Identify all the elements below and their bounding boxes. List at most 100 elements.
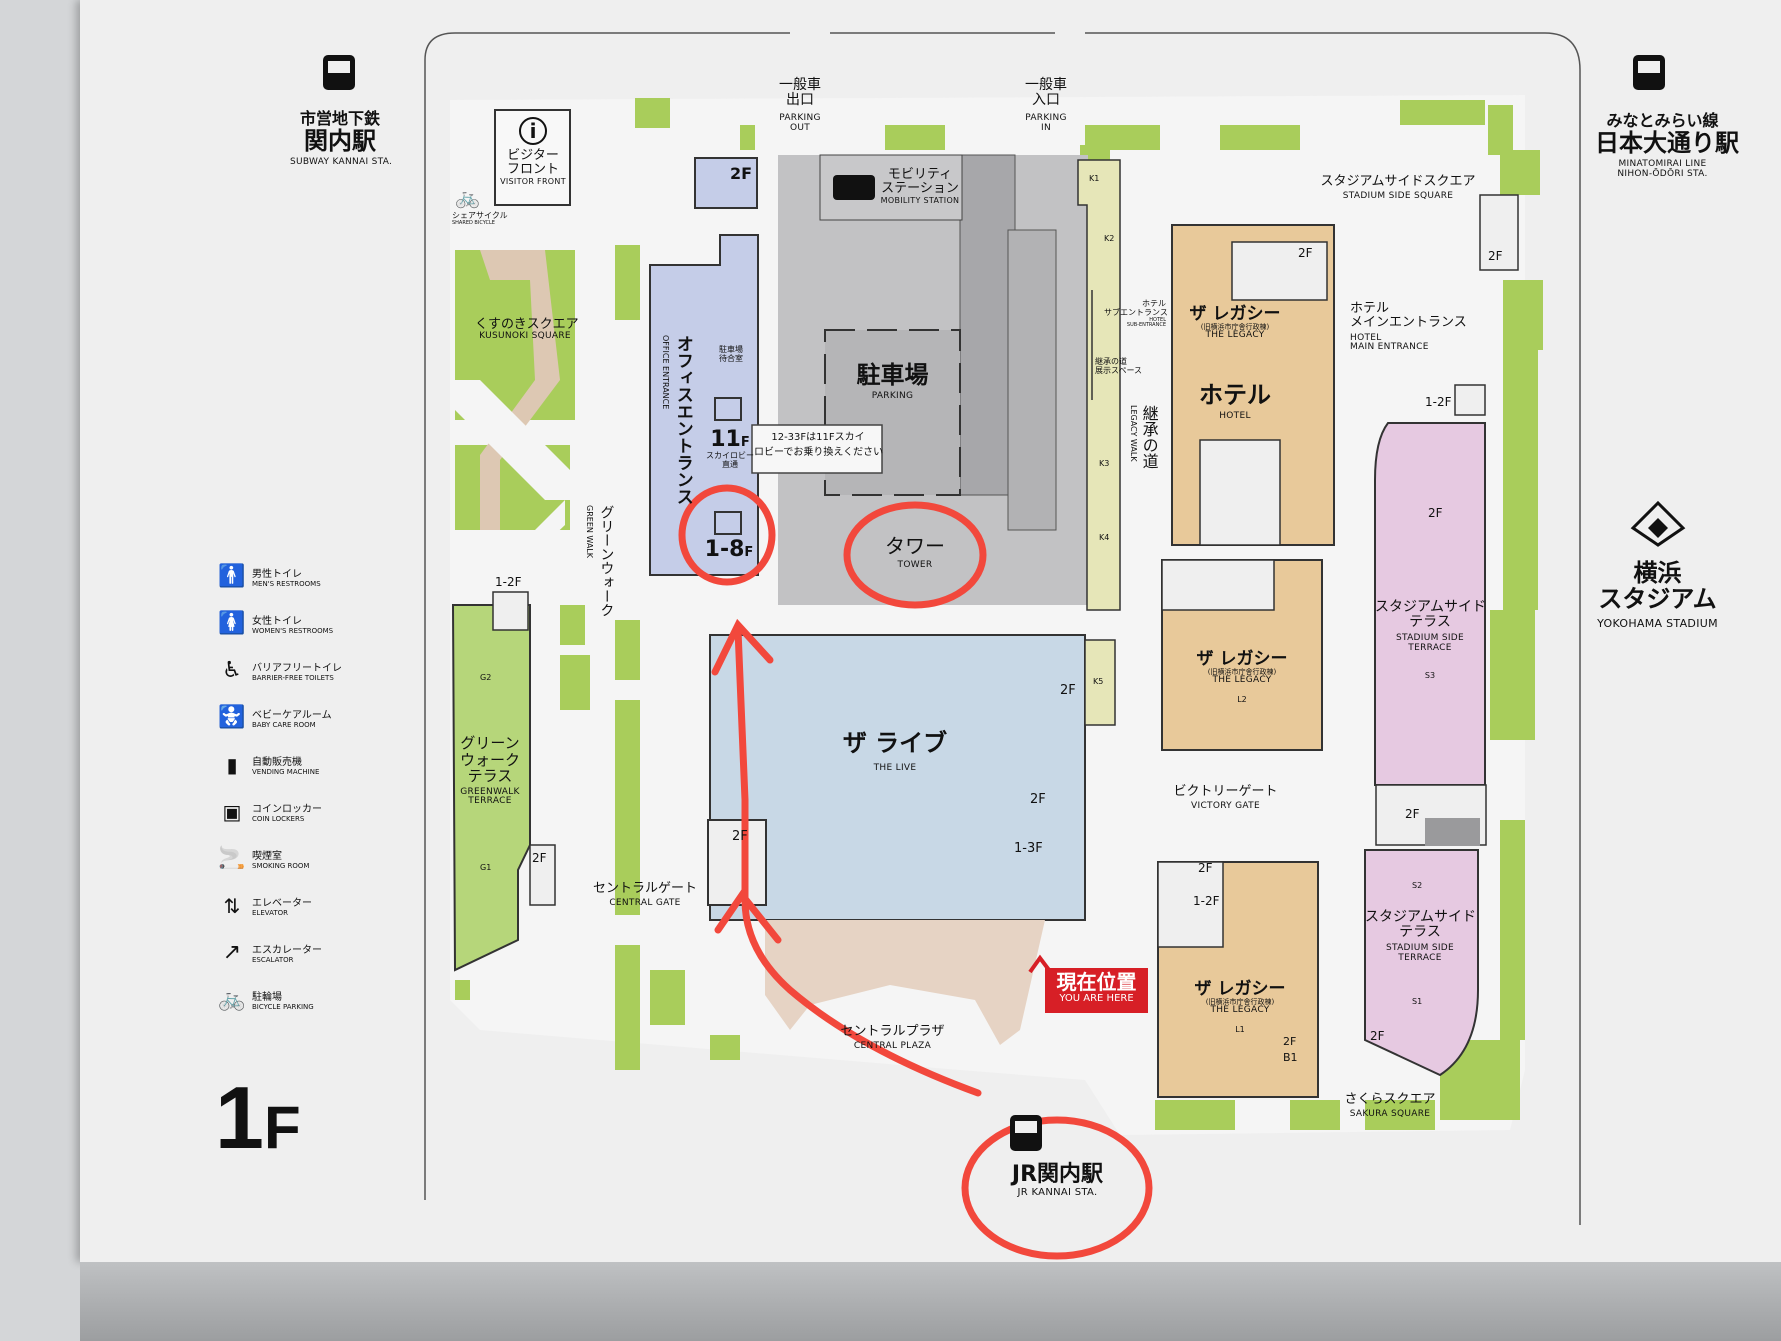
- legacy-exhibit-ja1: 継承の道: [1095, 357, 1127, 366]
- legend-en: SMOKING ROOM: [252, 862, 310, 870]
- live-k5: [1084, 639, 1116, 726]
- legacy-top-sub: (旧横浜市庁舎行政棟): [1200, 322, 1270, 331]
- legend-ja: エレベーター: [252, 898, 312, 909]
- visitor-front[interactable]: i ビジター フロント VISITOR FRONT: [497, 117, 569, 186]
- parking-out: 一般車 出口 PARKING OUT: [770, 77, 830, 134]
- ss-square-ja: スタジアムサイドスクエア: [1320, 174, 1476, 189]
- you-are-here-en: YOU ARE HERE: [1059, 993, 1134, 1004]
- station-ja: JR関内駅: [1011, 1162, 1104, 1187]
- elevator-11f[interactable]: 11F スカイロビー 直通: [705, 427, 755, 470]
- elevator-icon: [714, 397, 742, 535]
- station-subway-kannai: 市営地下鉄 関内駅 SUBWAY KANNAI STA.: [290, 110, 393, 168]
- legend-en: COIN LOCKERS: [252, 815, 305, 823]
- tower-ja: タワー: [885, 534, 945, 558]
- live-en: THE LIVE: [873, 763, 917, 774]
- hotel-main-en1: HOTEL: [1350, 332, 1382, 343]
- square-elevator-1-2f: 1-2F: [1425, 395, 1452, 409]
- barrier-free-toilet-icon: ♿: [222, 658, 242, 683]
- legacy-top: ザ レガシー (旧横浜市庁舎行政棟) THE LEGACY: [1180, 305, 1290, 341]
- legend-ja: 自動販売機: [252, 757, 302, 768]
- central-gate-en: CENTRAL GATE: [609, 898, 681, 909]
- legend-en: BABY CARE ROOM: [252, 721, 316, 729]
- mobility-station: モビリティ ステーション MOBILITY STATION: [875, 167, 965, 205]
- parking-in-en1: PARKING: [1025, 112, 1067, 123]
- ss-terrace-code-s1: S1: [1412, 997, 1423, 1006]
- mens-restroom-icon: 🚹: [218, 564, 246, 589]
- route-arrow-head: [714, 889, 782, 944]
- k1-tag: K1: [1089, 174, 1100, 183]
- hotel-en: HOTEL: [1219, 411, 1251, 422]
- central-plaza: [765, 920, 1045, 1045]
- live-escalator-2f: 2F: [732, 829, 748, 844]
- victory-gate-en: VICTORY GATE: [1191, 801, 1260, 812]
- floor-number: 1F: [215, 1068, 301, 1167]
- legacy-walk-ja: 継承の道: [1139, 405, 1159, 469]
- elevator-note: 12-33Fは11Fスカイ ロビーでお乗り換えください: [754, 432, 883, 458]
- legacy-mid-facility: [1161, 559, 1275, 611]
- stadium-en: YOKOHAMA STADIUM: [1597, 616, 1718, 630]
- bicycle-parking-icon: 🚲: [218, 987, 246, 1012]
- hotel-sub-en1: HOTEL: [1149, 316, 1166, 323]
- legacy-stair-2f: 2F: [1283, 1035, 1297, 1048]
- ss-terrace-bottom-en2: TERRACE: [1398, 952, 1442, 963]
- legacy-bottom-code: L1: [1235, 1025, 1245, 1035]
- hotel-stair-box: [1231, 241, 1328, 301]
- legacy-walk-strip: [1077, 159, 1121, 611]
- ss-terrace-bottom-en1: STADIUM SIDE: [1385, 942, 1455, 953]
- visitor-ja1: ビジター: [507, 148, 559, 163]
- station-en: SUBWAY KANNAI STA.: [290, 156, 393, 167]
- square-stair-2f: 2F: [1488, 249, 1503, 263]
- mobility-en: MOBILITY STATION: [880, 195, 960, 205]
- shared-bicycle-ja: シェアサイクル: [452, 211, 508, 220]
- legend-ja: コインロッカー: [252, 804, 322, 815]
- elev-11f-ja1: スカイロビー: [706, 451, 754, 461]
- station-en: JR KANNAI STA.: [1017, 1187, 1098, 1199]
- square-elevator: [1454, 384, 1486, 416]
- elevator-1-8f[interactable]: 1-8F: [704, 537, 754, 562]
- station-en2: NIHON-ŌDŌRI STA.: [1617, 168, 1708, 179]
- office-escalator-2f: 2F: [730, 164, 753, 183]
- parking-ja: 駐車場: [856, 361, 929, 389]
- station-jr-kannai: JR関内駅 JR KANNAI STA.: [975, 1162, 1140, 1199]
- you-are-here-box: [1045, 968, 1148, 1013]
- central-plaza: セントラルプラザ CENTRAL PLAZA: [835, 1024, 950, 1052]
- hotel-stair-2f: 2F: [1298, 246, 1313, 260]
- the-live-label: ザ ライブ THE LIVE: [835, 730, 955, 774]
- parking-en: PARKING: [871, 391, 914, 402]
- ss-terrace-top-ja2: テラス: [1409, 614, 1451, 631]
- hotel-main-ja2: メインエントランス: [1350, 315, 1467, 331]
- visitor-en: VISITOR FRONT: [500, 176, 566, 186]
- mobility-ja1: モビリティ: [887, 167, 953, 182]
- gw-terrace-code-g1: G1: [480, 863, 492, 872]
- tower-en: TOWER: [897, 560, 933, 570]
- shared-bicycle: シェアサイクル SHARED BICYCLE: [452, 211, 508, 226]
- parking-out-en2: OUT: [789, 122, 811, 133]
- terrace-stair-2f: 2F: [1428, 506, 1443, 520]
- gw-stair-2f: 2F: [532, 851, 547, 865]
- stadium-diamond-icon: [1630, 500, 1686, 547]
- k5-tag: K5: [1093, 677, 1104, 686]
- parking-in-en2: IN: [1041, 122, 1051, 133]
- station-minatomirai: みなとみらい線 日本大通り駅 MINATOMIRAI LINE NIHON-ŌD…: [1595, 112, 1739, 180]
- circle-tower: [843, 501, 987, 609]
- sakura-square: さくらスクエア SAKURA SQUARE: [1330, 1092, 1450, 1120]
- gw-terrace-code-g2: G2: [480, 673, 492, 682]
- elev-11f-ja2: 直通: [722, 459, 738, 469]
- hotel-label: ホテル HOTEL: [1185, 382, 1285, 422]
- circle-elevator-18f: [678, 484, 776, 586]
- parking-out-ja1: 一般車: [779, 77, 821, 93]
- legacy-bottom-2f: 2F: [1198, 861, 1213, 875]
- ss-terrace-top-ja1: スタジアムサイド: [1375, 599, 1487, 615]
- floor-digit: 1: [215, 1068, 264, 1167]
- legend-en: BARRIER-FREE TOILETS: [252, 674, 334, 682]
- legend-ja: 男性トイレ: [252, 569, 302, 580]
- sakura-ja: さくらスクエア: [1344, 1092, 1436, 1107]
- frame-gap: [1055, 27, 1085, 39]
- gw-terrace-en1: GREENWALK: [460, 786, 520, 797]
- legacy-top-ja: ザ レガシー: [1189, 304, 1281, 324]
- terrace-escalator-2f: 2F: [1405, 807, 1420, 821]
- the-live-building: [709, 634, 1086, 921]
